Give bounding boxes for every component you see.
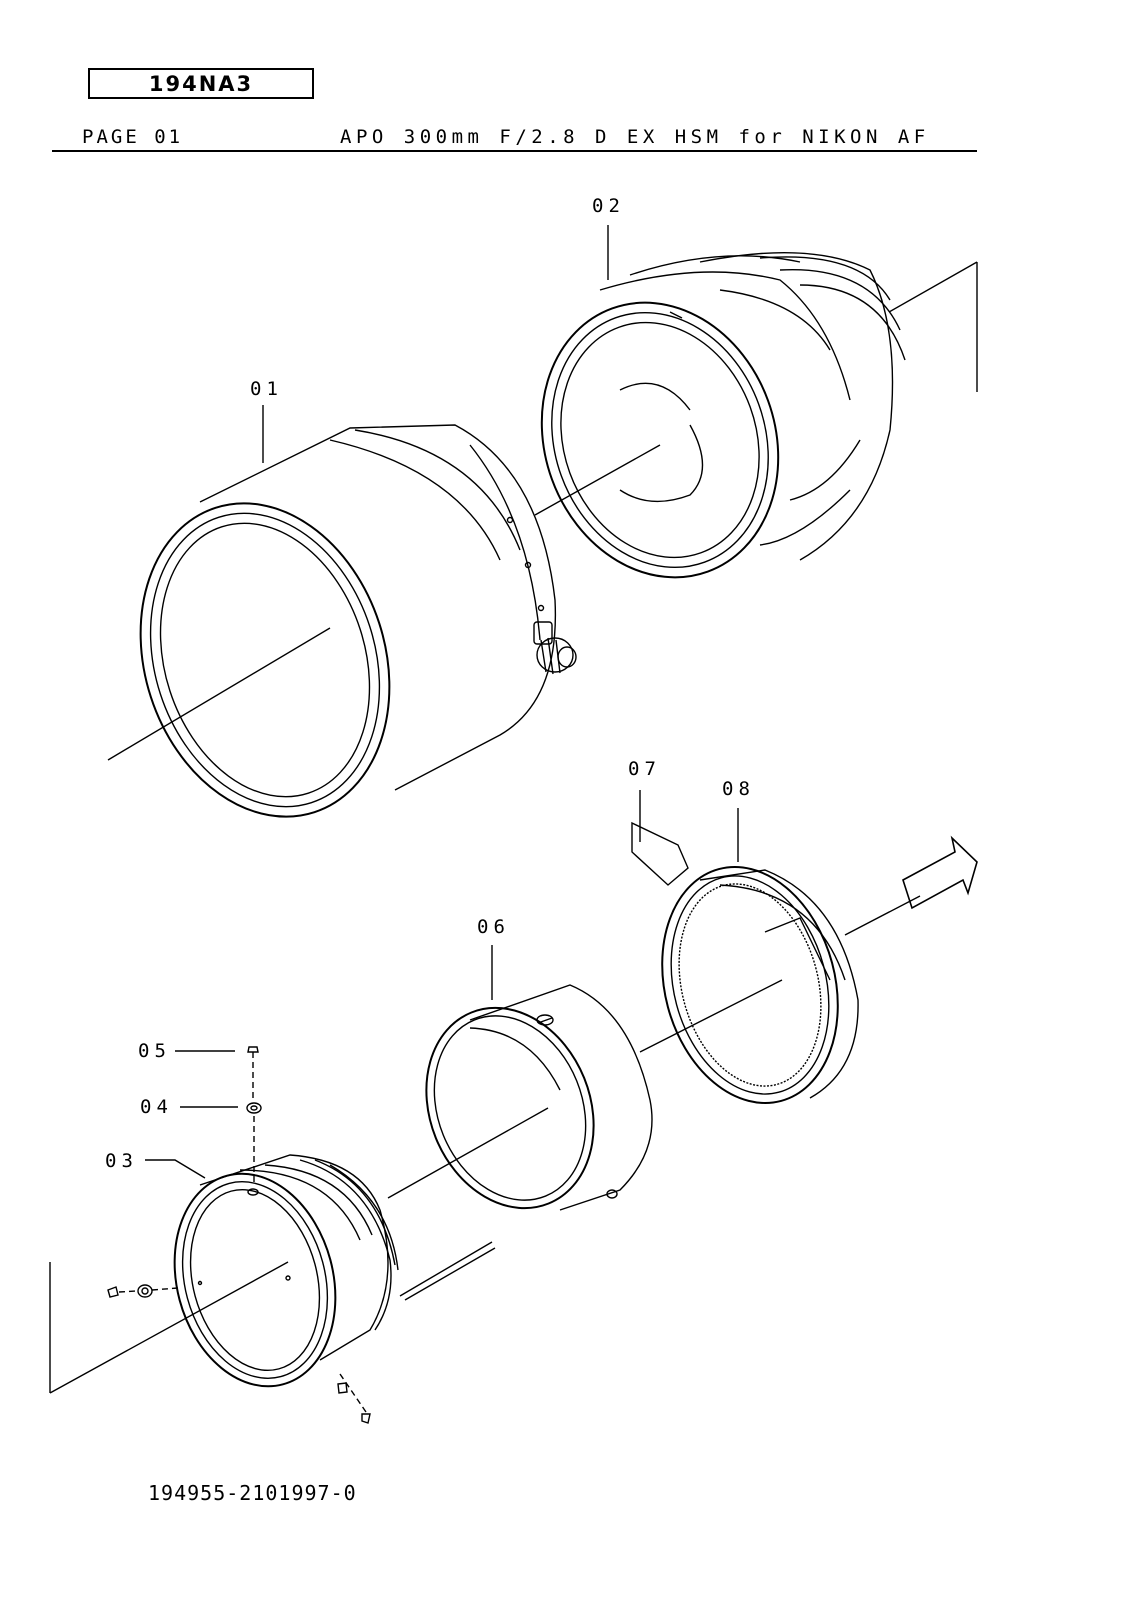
model-code: 194NA3: [148, 71, 254, 96]
part-01-lens-hood: [107, 405, 577, 818]
callout-04: 04: [140, 1096, 173, 1118]
page-title: APO 300mm F/2.8 D EX HSM for NIKON AF: [340, 126, 930, 148]
callout-06: 06: [477, 916, 510, 938]
model-code-box: 194NA3: [88, 68, 314, 99]
part-04-washer: [137, 1102, 262, 1298]
drawing-number: 194955-2101997-0: [148, 1481, 357, 1505]
callout-02: 02: [592, 195, 625, 217]
callout-08: 08: [722, 778, 755, 800]
callout-03: 03: [105, 1150, 138, 1172]
callout-07: 07: [628, 758, 661, 780]
part-07-tape: [631, 790, 689, 886]
part-03-rear-barrel: [49, 1107, 549, 1394]
part-02-front-barrel: [534, 225, 978, 579]
page-label: PAGE 01: [82, 126, 184, 148]
callout-01: 01: [250, 378, 283, 400]
part-08-inner-ring: [661, 808, 978, 1104]
part-06-focus-ring: [425, 945, 783, 1211]
header-rule: [52, 150, 977, 152]
callout-05: 05: [138, 1040, 171, 1062]
part-05-screw: [107, 1046, 371, 1424]
